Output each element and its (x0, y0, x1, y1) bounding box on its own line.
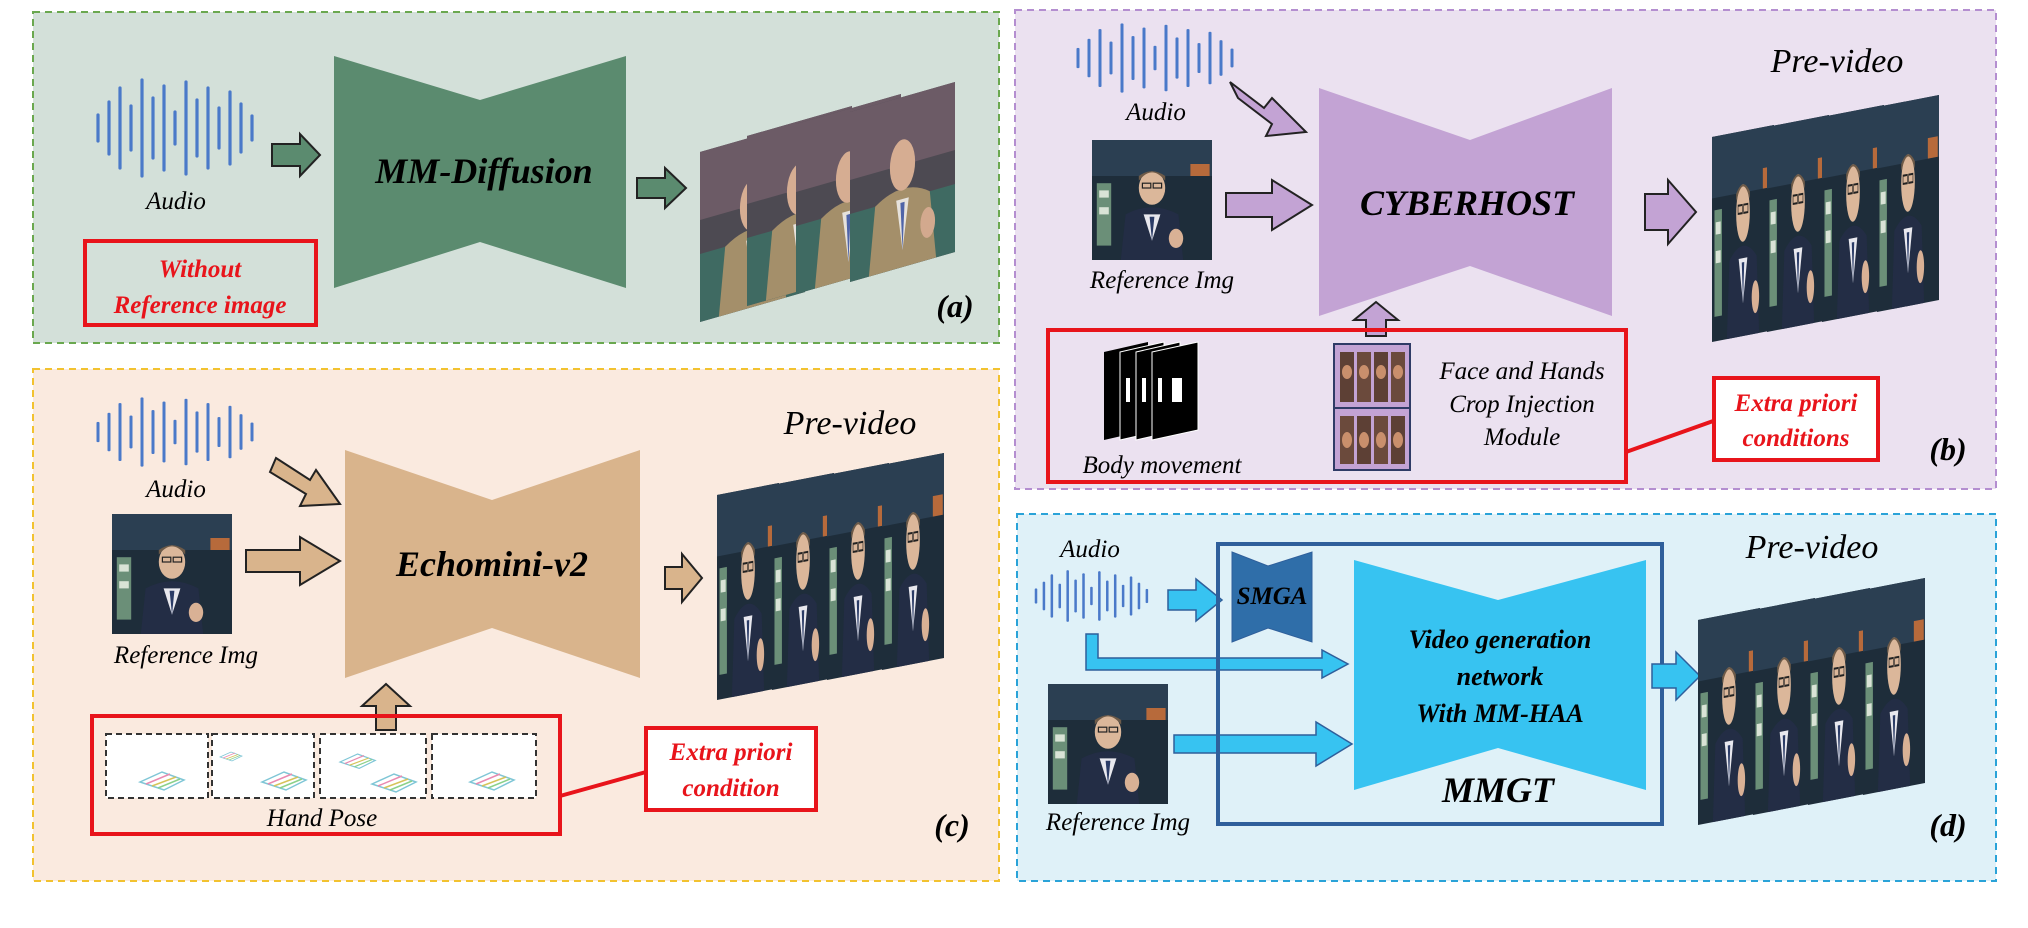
extra-condition-note-box (644, 726, 818, 812)
reference-image-icon (1091, 139, 1213, 261)
audio-label: Audio (1124, 99, 1186, 126)
arrow-reference-to-model (245, 535, 342, 587)
extra-conditions-note-line2: conditions (1743, 425, 1850, 452)
arrow-model-to-video (636, 165, 688, 211)
face-hands-crop-icon (1333, 343, 1411, 471)
pre-video-label: Pre-video (1745, 529, 1879, 566)
without-reference-note-box (83, 239, 318, 327)
panel-d: Audio Reference Img SMGA Video generatio… (1016, 513, 1997, 882)
hand-pose-frames (105, 733, 537, 799)
body-movement-icon (1104, 341, 1199, 441)
network-label-line1: Video generation (1409, 625, 1592, 654)
arrow-reference-to-network (1173, 720, 1354, 768)
arrow-conditions-to-model (1351, 300, 1401, 337)
body-movement-label: Body movement (1083, 452, 1243, 479)
reference-image-label: Reference Img (113, 642, 258, 669)
video-frames-icon (1710, 93, 1941, 344)
panel-c: Audio Reference Img Echomini-v2 Pre-vide… (32, 368, 1000, 882)
arrow-audio-to-model (271, 131, 322, 179)
panel-b-tag: (b) (1929, 431, 1966, 467)
extra-conditions-note-line1: Extra priori (1734, 390, 1858, 417)
crop-module-label-line2: Crop Injection (1449, 391, 1595, 418)
crop-module-label-line3: Module (1483, 424, 1560, 451)
panel-b: Audio Reference Img CYBERHOST Pre-video … (1014, 9, 1997, 490)
arrow-model-to-video (1644, 177, 1698, 247)
reference-image-icon (111, 513, 233, 635)
extra-conditions-connector (1625, 418, 1717, 454)
panel-c-tag: (c) (934, 807, 970, 843)
arrow-audio-to-network (1085, 633, 1350, 680)
panel-d-tag: (d) (1929, 807, 1966, 843)
extra-conditions-box (1046, 328, 1628, 484)
reference-image-icon (1047, 683, 1169, 805)
echomini-label: Echomini-v2 (395, 544, 588, 584)
video-frames-icon (715, 451, 946, 702)
network-label-line3: With MM-HAA (1416, 699, 1583, 728)
pre-video-label: Pre-video (1770, 43, 1904, 80)
mmgt-label: MMGT (1441, 770, 1556, 810)
arrow-reference-to-model (1225, 178, 1314, 232)
without-reference-note-line1: Without (159, 256, 243, 283)
smga-label: SMGA (1237, 583, 1308, 610)
without-reference-note-line2: Reference image (113, 292, 287, 319)
arrow-network-to-video (1651, 650, 1702, 702)
video-frames-icon (1696, 576, 1927, 827)
mm-diffusion-label: MM-Diffusion (374, 151, 592, 191)
echomini-block (345, 450, 640, 678)
panel-a: Audio MM-Diffusion Without Reference ima… (32, 11, 1000, 344)
reference-image-label: Reference Img (1089, 267, 1234, 294)
extra-condition-note-line2: condition (682, 775, 779, 802)
arrow-pose-to-model (359, 682, 413, 731)
hand-pose-box (90, 714, 562, 836)
panel-a-tag: (a) (936, 288, 973, 324)
crop-module-label-line1: Face and Hands (1438, 358, 1604, 385)
arrow-audio-to-smga (1167, 577, 1224, 623)
video-generation-network-block (1354, 560, 1646, 790)
network-label-line2: network (1457, 662, 1544, 691)
arrow-audio-to-model (1229, 81, 1309, 138)
smga-block (1231, 551, 1313, 643)
cyberhost-block (1319, 88, 1612, 316)
extra-condition-connector (559, 770, 647, 798)
extra-condition-note-line1: Extra priori (669, 739, 793, 766)
arrow-model-to-video (664, 551, 704, 605)
hand-pose-label: Hand Pose (266, 805, 377, 832)
audio-label: Audio (144, 188, 206, 215)
audio-label: Audio (1058, 536, 1120, 563)
arrow-audio-to-model (268, 456, 342, 508)
reference-image-label: Reference Img (1045, 809, 1190, 836)
pre-video-label: Pre-video (783, 405, 917, 442)
mm-diffusion-block (334, 56, 626, 288)
audio-label: Audio (144, 476, 206, 503)
extra-conditions-note-box (1712, 376, 1880, 462)
cyberhost-label: CYBERHOST (1360, 183, 1576, 223)
